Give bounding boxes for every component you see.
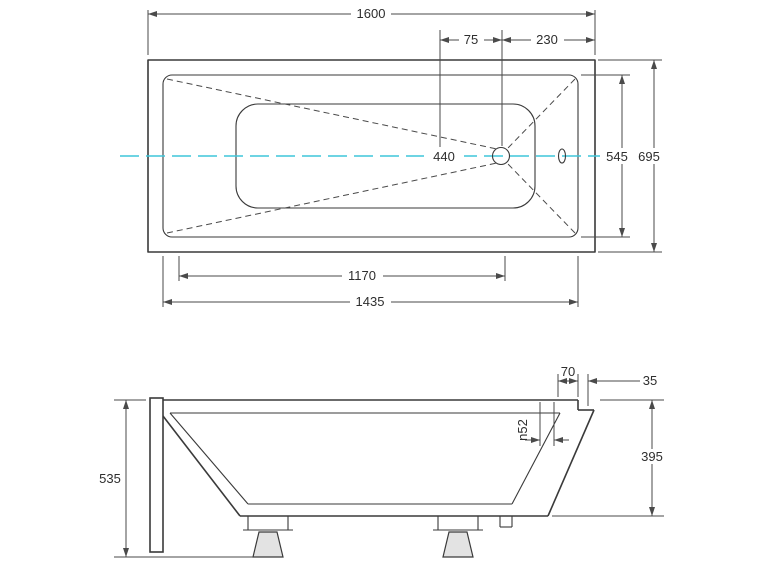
slope-dashed-line [166, 162, 498, 234]
dim-inner-length-label: 1435 [356, 294, 385, 309]
foot-left [243, 516, 293, 558]
dim-rim-width: 70 35 [557, 364, 657, 406]
drain-circle [491, 146, 511, 166]
dim-drain-offset-label: 75 [464, 32, 478, 47]
slope-dashed-line [166, 78, 498, 150]
dim-drain-to-edge-label: 230 [536, 32, 558, 47]
dim-total-height-label: 535 [99, 471, 121, 486]
dim-lip-overhang-label: 35 [643, 373, 657, 388]
outer-wall-right [547, 409, 595, 517]
foot-right [433, 516, 483, 558]
dim-inner-depth-label: 395 [641, 449, 663, 464]
dim-bottom-length: 1170 [178, 256, 506, 283]
dim-overall-length-label: 1600 [357, 6, 386, 21]
dim-rim-width-label: 70 [561, 364, 575, 379]
dim-inner-width: 545 [581, 74, 634, 238]
dim-overflow-diameter-label: n52 [515, 419, 530, 441]
dim-overall-width-label: 695 [638, 149, 660, 164]
dim-inner-depth: 395 [552, 399, 668, 517]
dim-center-width: 440 [424, 147, 464, 164]
slope-dashed-line [506, 162, 576, 234]
dim-overall-length: 1600 [147, 6, 596, 55]
dim-drain-position: 75 230 [439, 30, 595, 148]
dim-total-height: 535 [99, 399, 253, 558]
inner-wall-left [169, 412, 249, 505]
apron-panel [149, 397, 164, 553]
top-view: 1600 75 230 440 545 [120, 6, 666, 309]
side-view: 70 35 n52 395 535 [99, 364, 668, 558]
dim-overflow-diameter: n52 [515, 402, 569, 446]
dim-inner-width-label: 545 [606, 149, 628, 164]
dim-overall-width: 695 [598, 59, 666, 253]
dim-bottom-length-label: 1170 [348, 268, 376, 283]
dim-center-width-label: 440 [433, 149, 455, 164]
overflow-slot [557, 148, 567, 164]
inner-wall-right [511, 412, 561, 505]
outer-wall-left [162, 415, 241, 517]
dim-inner-length: 1435 [162, 256, 579, 309]
slope-dashed-line [506, 78, 576, 150]
